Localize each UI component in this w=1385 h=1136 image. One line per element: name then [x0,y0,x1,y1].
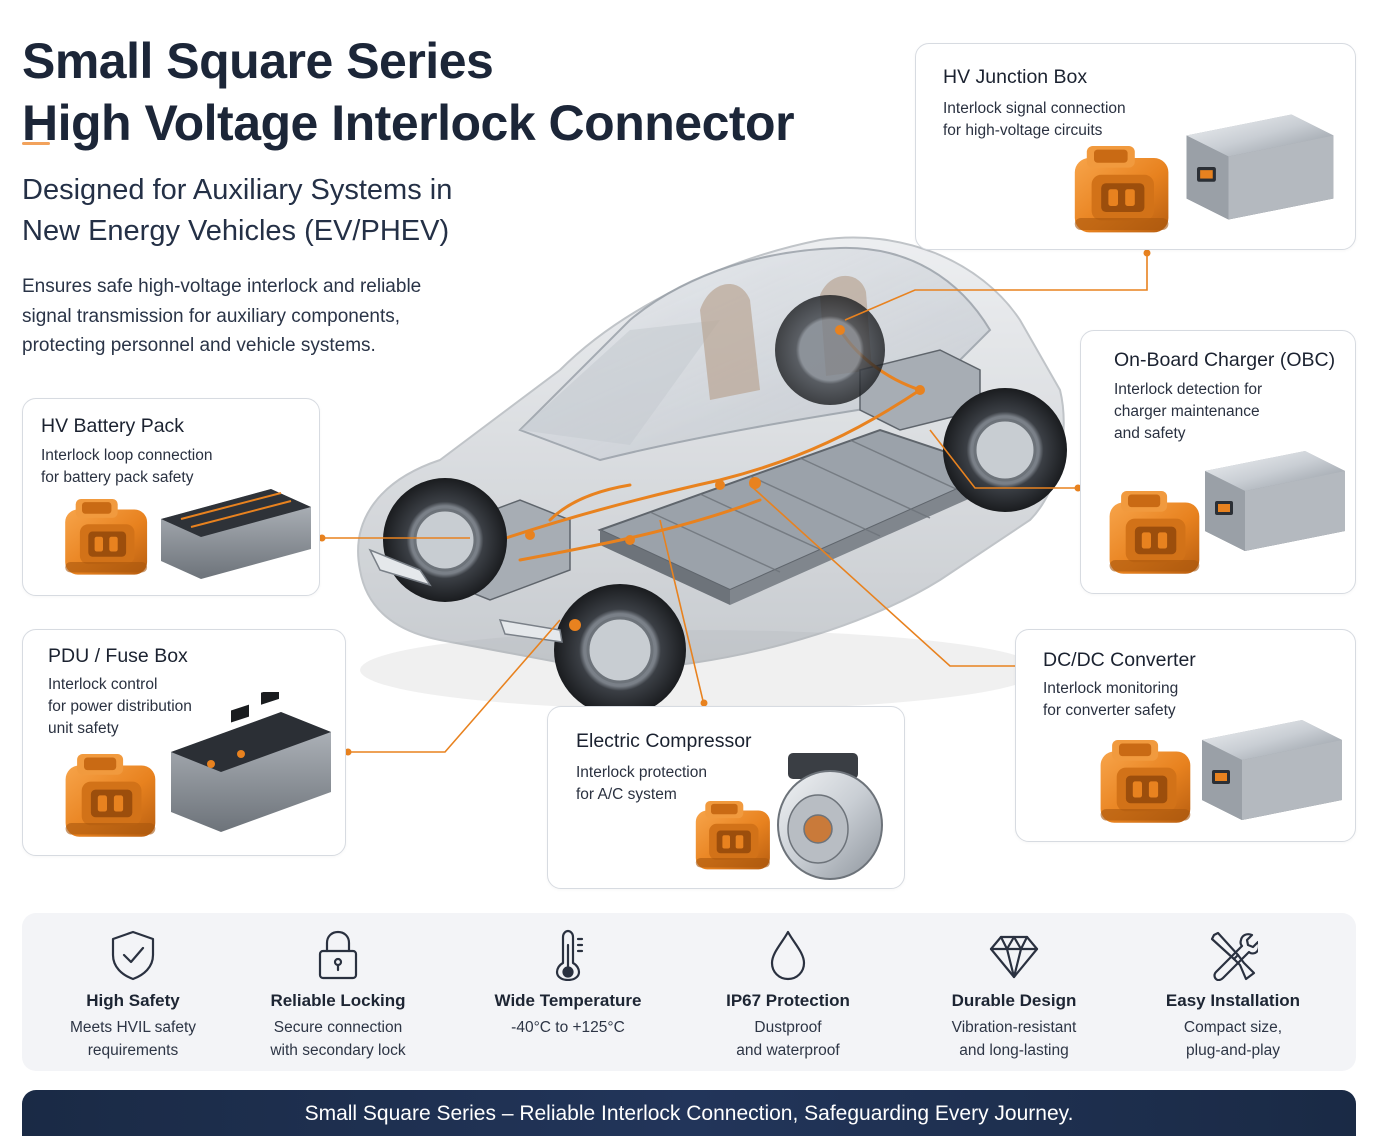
desc-line: for battery pack safety [41,469,194,486]
callout-dcdc-converter: DC/DC Converter Interlock monitoring for… [1015,629,1356,842]
feature-wide-temperature: Wide Temperature -40°C to +125°C [457,913,679,1071]
subtitle-line-2: New Energy Vehicles (EV/PHEV) [22,215,450,247]
feature-easy-installation: Easy Installation Compact size, plug-and… [1122,913,1344,1071]
pdu-product-image [65,692,331,837]
water-drop-icon [770,930,806,981]
feature-reliable-locking: Reliable Locking Secure connection with … [227,913,449,1071]
desc-line: for high-voltage circuits [943,122,1103,139]
feature-durable-design: Durable Design Vibration-resistant and l… [903,913,1125,1071]
feature-ip67-protection: IP67 Protection Dustproof and waterproof [677,913,899,1071]
feature-name: IP67 Protection [726,991,850,1010]
callout-pdu-fuse-box: PDU / Fuse Box Interlock control for pow… [22,629,346,856]
shield-check-icon [111,930,155,981]
callout-desc: Interlock signal connection for high-vol… [943,98,1173,142]
desc-line: and waterproof [736,1042,840,1059]
desc-line: and safety [1114,425,1186,442]
feature-name: Durable Design [951,991,1077,1010]
dcdc-product-image [1100,720,1342,823]
desc-line: plug-and-play [1186,1042,1280,1059]
callout-desc: Interlock monitoring for converter safet… [1043,678,1263,722]
features-strip: High Safety Meets HVIL safety requiremen… [22,913,1356,1071]
footer-banner: Small Square Series – Reliable Interlock… [22,1090,1356,1136]
desc-line: Meets HVIL safety [69,1019,197,1036]
intro-line-1: Ensures safe high-voltage interlock and … [22,276,422,297]
junction-box-product-image [1074,114,1334,233]
desc-line: Interlock loop connection [41,447,213,464]
callout-desc: Interlock loop connection for battery pa… [41,445,271,489]
desc-line: -40°C to +125°C [511,1019,625,1036]
feature-name: Easy Installation [1165,991,1301,1010]
intro-line-2: signal transmission for auxiliary compon… [22,305,401,327]
desc-line: Interlock protection [576,764,707,781]
ev-car-illustration [357,236,1067,716]
feature-name: Wide Temperature [494,991,642,1010]
battery-pack-product-image [65,489,311,579]
desc-line: Dustproof [754,1019,822,1036]
desc-line: for power distribution [48,698,192,715]
desc-line: Interlock control [48,676,158,693]
callout-title: PDU / Fuse Box [48,645,188,667]
desc-line: Interlock signal connection [943,100,1126,117]
title-line-2: High Voltage Interlock Connector [22,95,795,151]
desc-line: Vibration-resistant [951,1019,1077,1036]
desc-line: Interlock detection for [1114,381,1263,398]
feature-desc: Vibration-resistant and long-lasting [903,1016,1125,1062]
callout-desc: Interlock protection for A/C system [576,762,776,806]
page-title: Small Square Series High Voltage Interlo… [22,30,882,154]
desc-line: Interlock monitoring [1043,680,1179,697]
callout-title: HV Battery Pack [41,415,185,437]
desc-line: charger maintenance [1114,403,1260,420]
feature-name: High Safety [86,991,180,1010]
title-accent-bar [22,142,50,145]
desc-line: Secure connection [273,1019,403,1036]
charger-product-image [1109,451,1345,574]
diamond-icon [989,935,1039,979]
callout-electric-compressor: Electric Compressor Interlock protection… [547,706,905,889]
intro-text: Ensures safe high-voltage interlock and … [22,272,492,361]
callout-on-board-charger: On-Board Charger (OBC) Interlock detecti… [1080,330,1356,594]
desc-line: and long-lasting [959,1042,1069,1059]
callout-desc: Interlock control for power distribution… [48,674,248,740]
intro-line-3: protecting personnel and vehicle systems… [22,335,376,356]
callout-title: Electric Compressor [576,730,752,752]
desc-line: requirements [87,1042,179,1059]
title-line-1: Small Square Series [22,33,494,89]
desc-line: for converter safety [1043,702,1176,719]
tools-icon [1210,931,1258,981]
desc-line: for A/C system [576,786,677,803]
feature-desc: Secure connection with secondary lock [227,1016,449,1062]
callout-title: HV Junction Box [943,66,1088,88]
feature-high-safety: High Safety Meets HVIL safety requiremen… [22,913,244,1071]
feature-desc: Dustproof and waterproof [677,1016,899,1062]
desc-line: Compact size, [1183,1019,1283,1036]
feature-name: Reliable Locking [270,991,406,1010]
compressor-product-image [695,753,883,880]
subtitle-line-1: Designed for Auxiliary Systems in [22,174,453,206]
callout-desc: Interlock detection for charger maintena… [1114,379,1344,445]
padlock-icon [318,930,358,980]
callout-hv-battery-pack: HV Battery Pack Interlock loop connectio… [22,398,320,596]
callout-hv-junction-box: HV Junction Box Interlock signal connect… [915,43,1356,250]
callout-title: DC/DC Converter [1043,649,1196,671]
page-subtitle: Designed for Auxiliary Systems in New En… [22,170,542,252]
desc-line: with secondary lock [270,1042,406,1059]
feature-desc: Meets HVIL safety requirements [22,1016,244,1062]
thermometer-icon [555,929,584,981]
callout-title: On-Board Charger (OBC) [1114,349,1336,371]
feature-desc: -40°C to +125°C [457,1016,679,1039]
desc-line: unit safety [48,720,119,737]
feature-desc: Compact size, plug-and-play [1122,1016,1344,1062]
